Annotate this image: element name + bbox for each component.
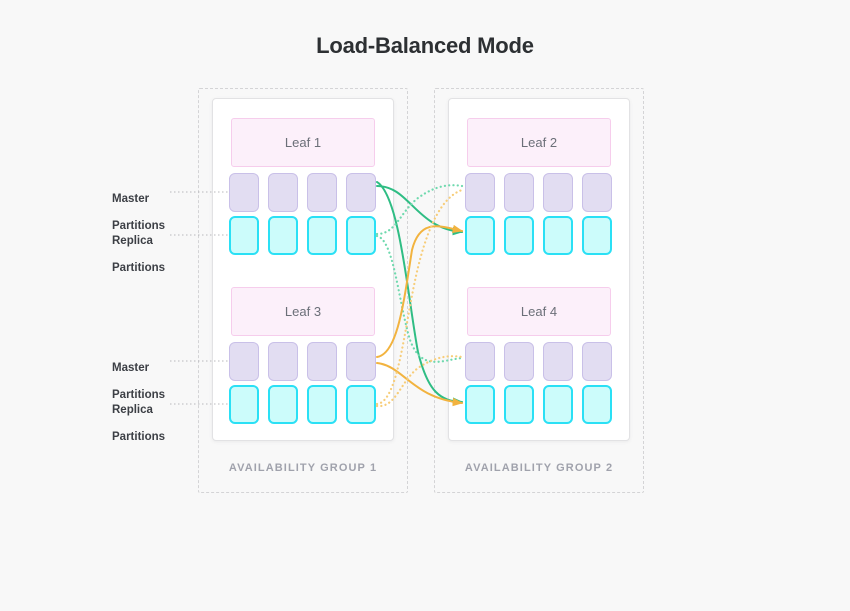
side-label-line1: Master [112, 192, 150, 205]
partition-master-leaf2-1[interactable] [465, 173, 495, 212]
partition-master-leaf3-3[interactable] [307, 342, 337, 381]
leaf-label: Leaf 2 [520, 135, 558, 150]
partition-master-leaf4-1[interactable] [465, 342, 495, 381]
leaf-label: Leaf 3 [284, 304, 322, 319]
partition-replica-leaf4-1[interactable] [465, 385, 495, 424]
partition-master-leaf1-1[interactable] [229, 173, 259, 212]
partition-master-leaf1-2[interactable] [268, 173, 298, 212]
side-label-master-top: Master Partitions [112, 179, 192, 233]
side-label-line2: Partitions [112, 219, 166, 232]
side-label-replica-top: Replica Partitions [112, 221, 192, 275]
leaf-box-leaf3[interactable]: Leaf 3 [231, 287, 375, 336]
side-label-line1: Master [112, 361, 150, 374]
partition-master-leaf2-3[interactable] [543, 173, 573, 212]
partition-replica-leaf3-3[interactable] [307, 385, 337, 424]
partition-master-leaf2-2[interactable] [504, 173, 534, 212]
side-label-line2: Partitions [112, 261, 166, 274]
side-label-line1: Replica [112, 234, 153, 247]
partition-master-leaf4-3[interactable] [543, 342, 573, 381]
availability-group-2-label: AVAILABILITY GROUP 2 [464, 462, 614, 474]
partition-master-leaf1-3[interactable] [307, 173, 337, 212]
partition-replica-leaf3-4[interactable] [346, 385, 376, 424]
partition-master-leaf4-2[interactable] [504, 342, 534, 381]
partition-replica-leaf3-1[interactable] [229, 385, 259, 424]
partition-replica-leaf2-4[interactable] [582, 216, 612, 255]
partition-replica-leaf4-4[interactable] [582, 385, 612, 424]
partition-replica-leaf2-3[interactable] [543, 216, 573, 255]
partition-replica-leaf2-1[interactable] [465, 216, 495, 255]
leaf-box-leaf4[interactable]: Leaf 4 [467, 287, 611, 336]
side-label-line2: Partitions [112, 388, 166, 401]
partition-master-leaf1-4[interactable] [346, 173, 376, 212]
side-label-line1: Replica [112, 403, 153, 416]
partition-master-leaf3-2[interactable] [268, 342, 298, 381]
side-label-master-bottom: Master Partitions [112, 348, 192, 402]
partition-replica-leaf1-2[interactable] [268, 216, 298, 255]
partition-master-leaf3-1[interactable] [229, 342, 259, 381]
leaf-box-leaf2[interactable]: Leaf 2 [467, 118, 611, 167]
leaf-box-leaf1[interactable]: Leaf 1 [231, 118, 375, 167]
partition-replica-leaf1-1[interactable] [229, 216, 259, 255]
leaf-label: Leaf 1 [284, 135, 322, 150]
leaf-label: Leaf 4 [520, 304, 558, 319]
partition-master-leaf3-4[interactable] [346, 342, 376, 381]
partition-replica-leaf1-3[interactable] [307, 216, 337, 255]
partition-master-leaf2-4[interactable] [582, 173, 612, 212]
partition-replica-leaf4-2[interactable] [504, 385, 534, 424]
availability-group-1-label: AVAILABILITY GROUP 1 [228, 462, 378, 474]
side-label-line2: Partitions [112, 430, 166, 443]
page-title: Load-Balanced Mode [316, 33, 534, 58]
partition-replica-leaf4-3[interactable] [543, 385, 573, 424]
partition-master-leaf4-4[interactable] [582, 342, 612, 381]
partition-replica-leaf3-2[interactable] [268, 385, 298, 424]
partition-replica-leaf2-2[interactable] [504, 216, 534, 255]
partition-replica-leaf1-4[interactable] [346, 216, 376, 255]
side-label-replica-bottom: Replica Partitions [112, 390, 192, 444]
